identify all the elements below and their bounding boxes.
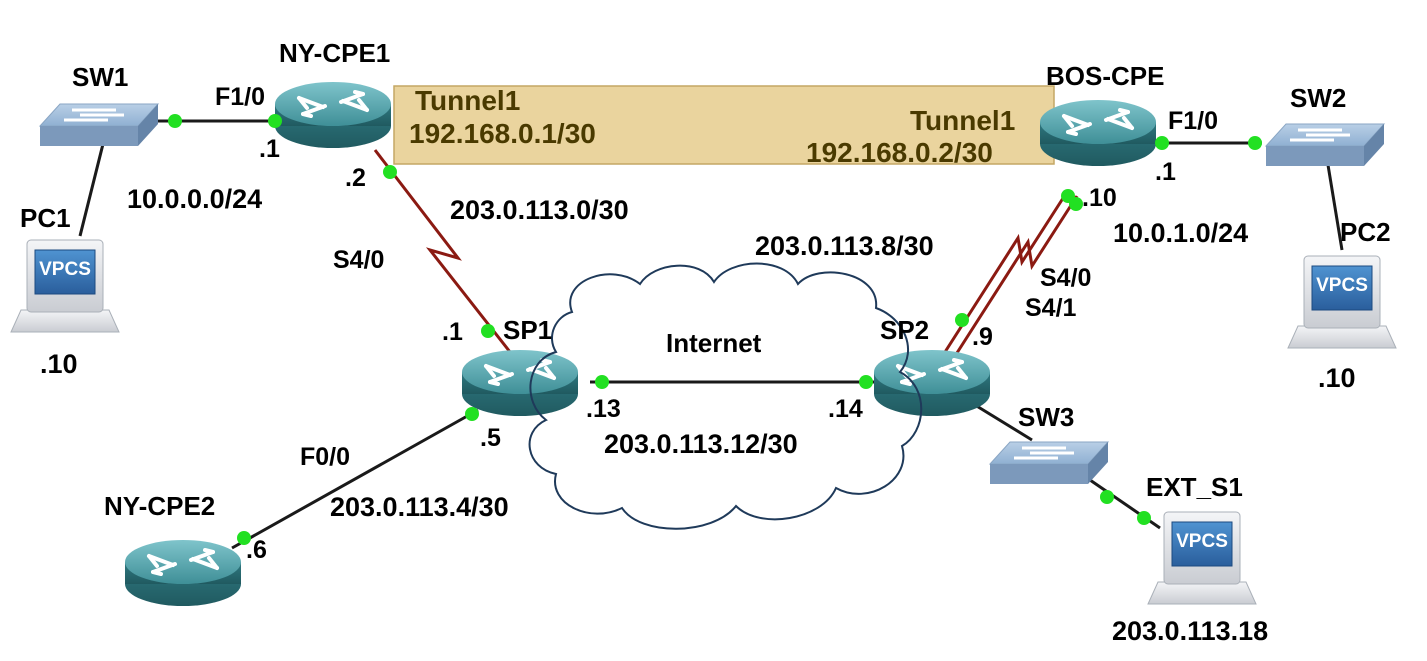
if-bos-dot10: .10 xyxy=(1082,184,1117,212)
if-nycpe2-dot6: .6 xyxy=(246,536,267,564)
host-ext-s1-ip: 203.0.113.18 xyxy=(1112,616,1268,646)
subnet-lan-right: 10.0.1.0/24 xyxy=(1113,218,1248,248)
label-ny-cpe1: NY-CPE1 xyxy=(279,38,390,68)
vpcs-ext-s1-icon[interactable] xyxy=(1147,511,1257,605)
if-sp2-dot14: .14 xyxy=(828,395,863,423)
subnet-bos-sp2: 203.0.113.8/30 xyxy=(755,231,934,261)
switch-sw1-icon[interactable] xyxy=(38,102,160,148)
label-bos-cpe: BOS-CPE xyxy=(1046,61,1164,91)
internet-cloud-icon xyxy=(528,262,923,530)
port-dot xyxy=(595,375,609,389)
link-sw1-pc1 xyxy=(78,143,105,237)
label-ext-s1: EXT_S1 xyxy=(1146,472,1243,502)
if-bos-s40: S4/0 xyxy=(1040,264,1091,292)
link-sp2-sw3 xyxy=(974,403,1033,442)
if-sp1-dot13: .13 xyxy=(586,395,621,423)
tunnel-left-name: Tunnel1 xyxy=(415,85,520,116)
port-dot xyxy=(383,165,397,179)
tunnel-right-name: Tunnel1 xyxy=(910,105,1015,136)
vpcs-pc2-text: VPCS xyxy=(1316,275,1368,296)
vpcs-ext-s1-text: VPCS xyxy=(1176,531,1228,552)
router-ny-cpe2-icon[interactable] xyxy=(123,538,243,608)
router-bos-cpe-icon[interactable] xyxy=(1038,98,1158,168)
subnet-nycpe2-sp1: 203.0.113.4/30 xyxy=(330,492,509,522)
port-dot xyxy=(168,114,182,128)
port-dot xyxy=(1137,511,1151,525)
router-sp2-icon[interactable] xyxy=(872,348,992,418)
label-ny-cpe2: NY-CPE2 xyxy=(104,491,215,521)
port-dot xyxy=(1069,197,1083,211)
vpcs-pc1-icon[interactable] xyxy=(10,239,120,333)
port-dot xyxy=(859,375,873,389)
tunnel-right-ip: 192.168.0.2/30 xyxy=(806,137,993,168)
port-dots xyxy=(168,114,1262,545)
if-sp2-dot9: .9 xyxy=(972,323,993,351)
link-sw2-pc2 xyxy=(1326,164,1344,251)
switch-sw3-icon[interactable] xyxy=(988,440,1110,486)
vpcs-pc2-icon[interactable] xyxy=(1287,255,1397,349)
label-internet: Internet xyxy=(666,328,762,358)
if-bos-dot1: .1 xyxy=(1155,158,1176,186)
if-nycpe1-dot2: .2 xyxy=(345,164,366,192)
vpcs-pc1-text: VPCS xyxy=(39,259,91,280)
if-sp1-dot5: .5 xyxy=(480,424,501,452)
if-nycpe1-dot1: .1 xyxy=(259,135,280,163)
if-nycpe1-f10: F1/0 xyxy=(215,83,265,111)
if-sp1-dot1: .1 xyxy=(442,318,463,346)
link-sp1-nycpe2 xyxy=(231,408,479,550)
link-bos-sp2-serial-a xyxy=(943,191,1069,353)
port-dot xyxy=(465,407,479,421)
if-nycpe2-f00: F0/0 xyxy=(300,443,350,471)
port-dot xyxy=(268,114,282,128)
router-ny-cpe1-icon[interactable] xyxy=(273,80,393,150)
port-dot xyxy=(237,531,251,545)
label-pc2: PC2 xyxy=(1340,217,1391,247)
subnet-sp1-sp2: 203.0.113.12/30 xyxy=(604,429,798,459)
switch-sw2-icon[interactable] xyxy=(1264,122,1386,168)
label-sw3: SW3 xyxy=(1018,402,1074,432)
router-sp1-icon[interactable] xyxy=(460,348,580,418)
subnet-nycpe1-sp1: 203.0.113.0/30 xyxy=(450,195,629,225)
tunnel-left-ip: 192.168.0.1/30 xyxy=(409,118,596,149)
if-bos-f10: F1/0 xyxy=(1168,107,1218,135)
label-sw2: SW2 xyxy=(1290,83,1346,113)
link-nycpe1-sp1-serial xyxy=(373,149,512,353)
label-pc1: PC1 xyxy=(20,203,71,233)
tunnel-band xyxy=(393,85,1055,165)
if-sp2-s41: S4/1 xyxy=(1025,294,1077,322)
label-sw1: SW1 xyxy=(72,62,128,92)
link-bos-sp2-serial-b xyxy=(953,195,1079,357)
host-pc1-ip: .10 xyxy=(40,349,78,379)
label-sp1: SP1 xyxy=(503,315,552,345)
port-dot xyxy=(1248,136,1262,150)
host-pc2-ip: .10 xyxy=(1318,363,1356,393)
port-dot xyxy=(1155,136,1169,150)
port-dot xyxy=(955,313,969,327)
label-sp2: SP2 xyxy=(880,315,929,345)
port-dot xyxy=(481,324,495,338)
port-dot xyxy=(1100,490,1114,504)
if-nycpe1-s40: S4/0 xyxy=(333,246,384,274)
subnet-lan-left: 10.0.0.0/24 xyxy=(127,184,262,214)
